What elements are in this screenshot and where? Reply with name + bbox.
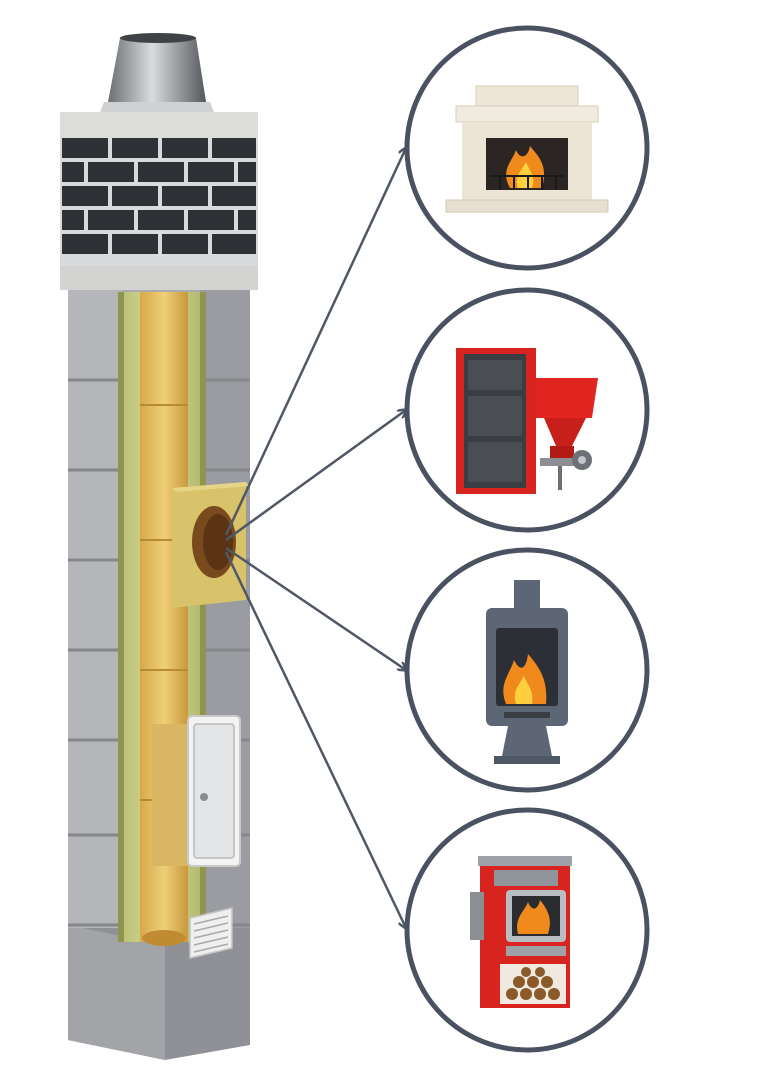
pellet-boiler-icon (456, 348, 598, 494)
flue-inlet-collar (172, 482, 250, 608)
appliance-circle-wood-stove (404, 547, 650, 793)
brick-cladding (60, 112, 258, 290)
wood-stove-icon (486, 580, 568, 764)
appliance-circle-cooking-stove (404, 807, 650, 1053)
arrow-to-fireplace (224, 148, 406, 536)
connector-arrows (224, 148, 406, 928)
fireplace-icon (445, 85, 609, 213)
cleanout-door (152, 715, 241, 867)
chimney-cap (100, 33, 214, 112)
cooking-stove-icon (470, 856, 572, 1008)
appliance-circle-pellet-boiler (404, 287, 650, 533)
appliance-circle-fireplace (404, 25, 650, 271)
arrow-to-pellet-boiler (225, 410, 406, 542)
arrow-to-wood-stove (225, 546, 406, 670)
ventilation-grille (189, 907, 233, 959)
chimney (60, 33, 258, 1060)
arrow-to-cooking-stove (224, 551, 406, 928)
